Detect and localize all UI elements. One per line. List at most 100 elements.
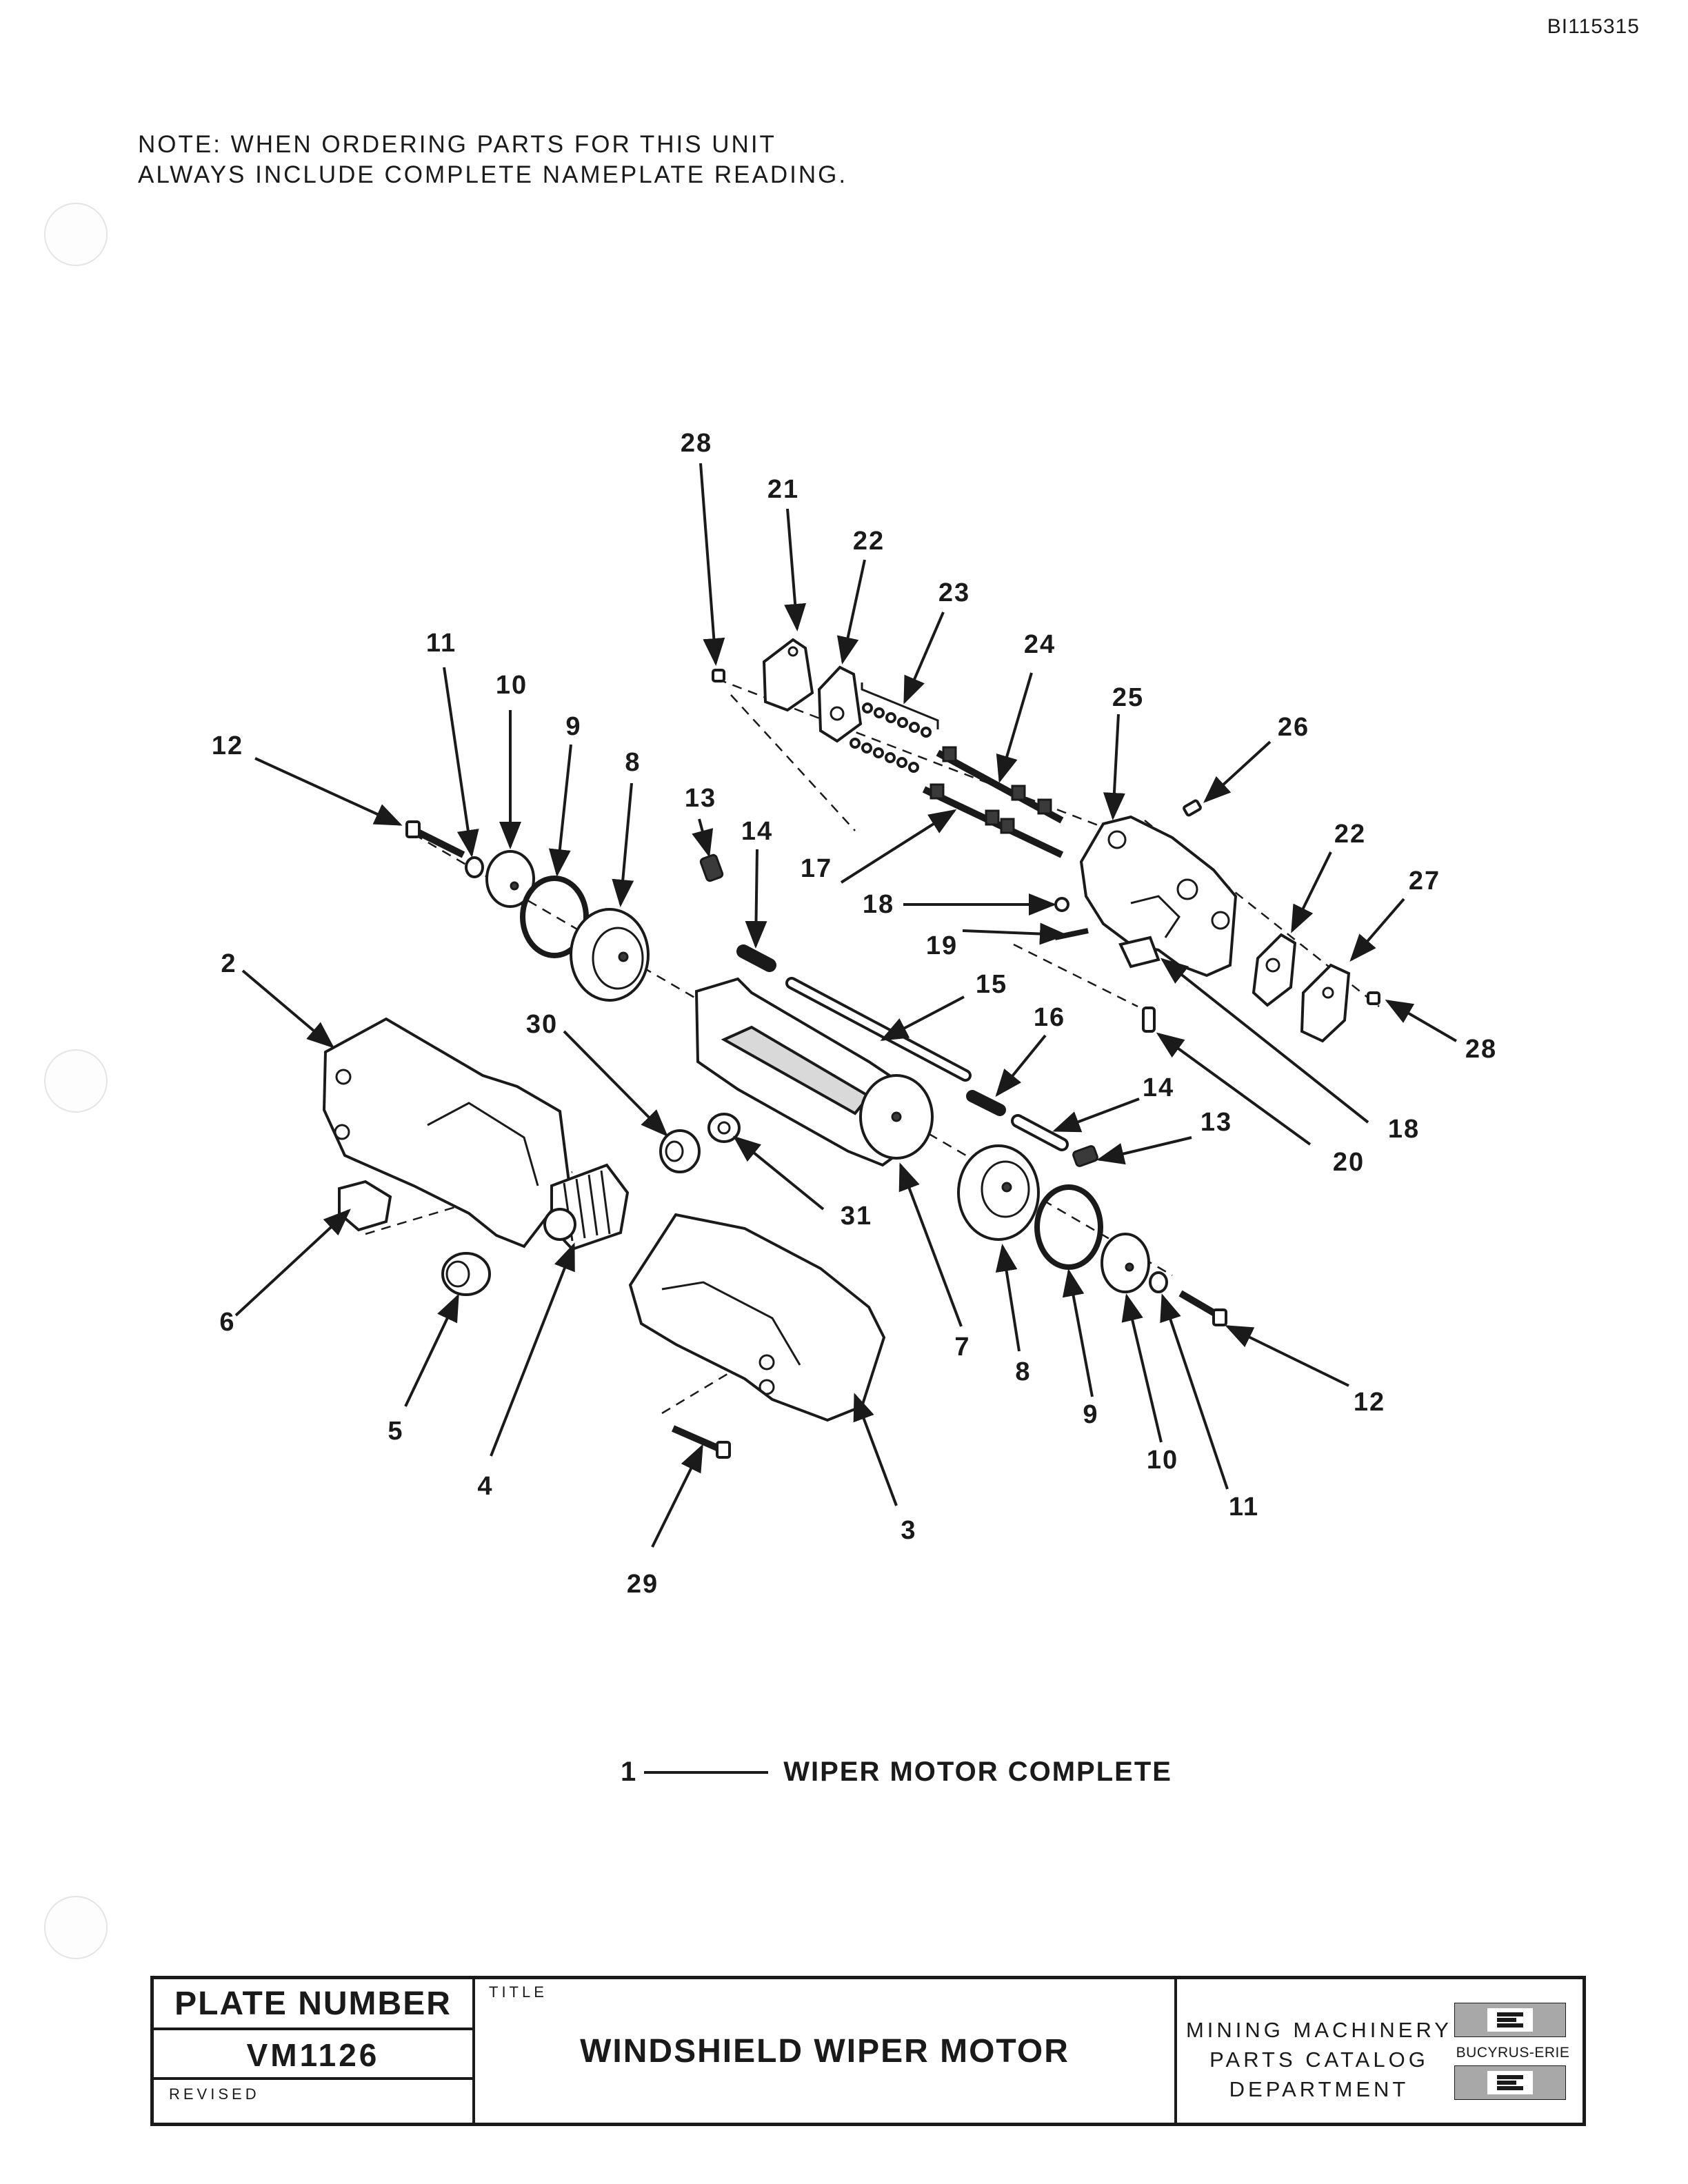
note-line-2: ALWAYS INCLUDE COMPLETE NAMEPLATE READIN… xyxy=(138,161,848,188)
bracket-18-lower xyxy=(1118,936,1160,969)
callout-20: 20 xyxy=(1333,1148,1365,1177)
bearing-5 xyxy=(441,1252,491,1296)
bearing-30 xyxy=(659,1129,701,1173)
cover-27 xyxy=(1300,963,1351,1043)
callout-15: 15 xyxy=(976,970,1007,999)
callout-14-right: 14 xyxy=(1143,1073,1174,1102)
screw-20 xyxy=(1142,1007,1156,1033)
gasket-21 xyxy=(762,638,814,712)
o-rings-23 xyxy=(850,682,939,773)
callout-25: 25 xyxy=(1112,683,1144,712)
punch-hole-top xyxy=(44,203,108,266)
title-label: TITLE xyxy=(489,1983,547,2001)
department-line-2: PARTS CATALOG xyxy=(1209,2048,1429,2072)
plate-number-value: VM1126 xyxy=(154,2030,472,2080)
revised-label: REVISED xyxy=(169,2085,260,2103)
note-line-1: NOTE: WHEN ORDERING PARTS FOR THIS UNIT xyxy=(138,131,776,158)
spring-13-right xyxy=(1072,1145,1098,1167)
screw-28-top xyxy=(712,669,725,682)
callout-12-left: 12 xyxy=(212,731,243,760)
callout-11-left: 11 xyxy=(426,629,456,658)
bearing-cap-10-right xyxy=(1101,1233,1150,1293)
callout-30: 30 xyxy=(526,1010,558,1039)
logo-emblem-top xyxy=(1454,2002,1567,2038)
bolt-12-left xyxy=(405,820,465,858)
callout-8-right: 8 xyxy=(1015,1357,1031,1386)
shaft-15 xyxy=(785,977,972,1082)
department-name: MINING MACHINERY PARTS CATALOG DEPARTMEN… xyxy=(1181,2015,1457,2104)
department-line-3: DEPARTMENT xyxy=(1229,2077,1409,2101)
plate-22-left xyxy=(817,665,863,743)
callout-2: 2 xyxy=(221,949,237,978)
callout-4: 4 xyxy=(477,1472,493,1501)
department-box: MINING MACHINERY PARTS CATALOG DEPARTMEN… xyxy=(1177,1979,1582,2123)
bearing-cap-10-left xyxy=(485,850,535,908)
valve-spool-17 xyxy=(922,783,1064,858)
callout-31: 31 xyxy=(841,1202,872,1231)
spring-13-left xyxy=(699,853,724,882)
caption-item-number: 1 xyxy=(621,1757,638,1787)
plate-22-right xyxy=(1252,933,1297,1007)
assembly-caption: 1 WIPER MOTOR COMPLETE xyxy=(621,1757,1172,1788)
valve-spool-24 xyxy=(936,746,1064,824)
motor-housing-3 xyxy=(628,1213,886,1422)
callout-16: 16 xyxy=(1034,1003,1065,1032)
washer-11-left xyxy=(465,856,484,878)
callout-8-left: 8 xyxy=(625,748,641,777)
callout-14-left: 14 xyxy=(741,817,773,846)
logo-emblem-bottom xyxy=(1454,2065,1567,2101)
bushing-14-right xyxy=(1011,1114,1069,1151)
leader-arrows xyxy=(234,463,1458,1548)
motor-housing-2 xyxy=(322,1017,572,1248)
callout-13-left: 13 xyxy=(685,784,716,813)
drawing-title: WINDSHIELD WIPER MOTOR xyxy=(580,2033,1069,2070)
callout-12-right: 12 xyxy=(1354,1388,1385,1417)
callout-10-left: 10 xyxy=(496,671,528,700)
washer-31 xyxy=(707,1113,741,1143)
callout-18-lower: 18 xyxy=(1388,1115,1420,1144)
pin-16 xyxy=(966,1090,1006,1116)
end-plate-8-left xyxy=(570,908,650,1002)
callout-9-left: 9 xyxy=(565,712,581,741)
bushing-14-left xyxy=(736,944,776,972)
callout-24: 24 xyxy=(1024,630,1056,659)
department-line-1: MINING MACHINERY xyxy=(1185,2018,1452,2042)
housing-7 xyxy=(694,977,934,1167)
callout-27: 27 xyxy=(1409,867,1440,896)
callout-26: 26 xyxy=(1278,713,1309,742)
washer-11-right xyxy=(1149,1271,1168,1293)
plate-number-label: PLATE NUMBER xyxy=(154,1979,472,2030)
callout-22: 22 xyxy=(853,527,885,556)
callout-9-right: 9 xyxy=(1083,1400,1098,1429)
callout-5: 5 xyxy=(388,1417,403,1446)
screw-29 xyxy=(671,1425,731,1459)
punch-hole-bottom xyxy=(44,1896,108,1959)
screw-26 xyxy=(1183,799,1202,817)
callout-22-right: 22 xyxy=(1334,820,1366,849)
callout-6: 6 xyxy=(219,1308,235,1337)
assembly-center-lines xyxy=(365,678,1380,1415)
callout-17: 17 xyxy=(801,854,832,883)
callout-21: 21 xyxy=(767,475,799,504)
valve-body-25 xyxy=(1079,815,1238,978)
document-id: BI115315 xyxy=(1547,15,1640,38)
punch-hole-middle xyxy=(44,1049,108,1113)
callout-11-right: 11 xyxy=(1229,1493,1259,1521)
callout-18-upper: 18 xyxy=(863,890,894,919)
title-box: TITLE WINDSHIELD WIPER MOTOR xyxy=(475,1979,1177,2123)
screw-28-right xyxy=(1367,991,1380,1005)
o-ring-9-right xyxy=(1034,1184,1103,1270)
end-plate-8-right xyxy=(957,1144,1040,1241)
callout-23: 23 xyxy=(938,578,970,607)
bolt-12-right xyxy=(1178,1290,1227,1326)
callout-28-right: 28 xyxy=(1465,1035,1497,1064)
callout-19: 19 xyxy=(926,931,958,960)
callout-10-right: 10 xyxy=(1147,1446,1178,1475)
brush-holder-6 xyxy=(338,1180,392,1232)
retainer-18-upper xyxy=(1054,897,1069,912)
callout-29: 29 xyxy=(627,1570,659,1599)
exploded-parts-diagram: 28 21 22 23 24 25 26 22 27 28 11 10 9 8 … xyxy=(212,429,1497,1599)
caption-text: WIPER MOTOR COMPLETE xyxy=(783,1757,1172,1787)
callout-28: 28 xyxy=(681,429,712,458)
callout-labels: 28 21 22 23 24 25 26 22 27 28 11 10 9 8 … xyxy=(212,429,1497,1599)
